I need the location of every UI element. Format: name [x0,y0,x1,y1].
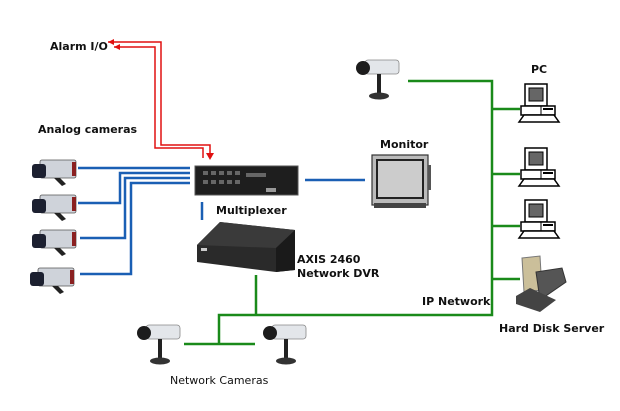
ip-camera-icon [262,324,307,365]
network-cameras-label: Network Cameras [170,374,269,387]
alarm-arrow-left [108,39,120,50]
monitor-icon [371,154,431,208]
monitor-label: Monitor [380,138,429,151]
ip-camera-icon [136,324,181,365]
dvr-label-line1: AXIS 2460 [297,253,361,266]
alarm-io-label: Alarm I/O [50,40,108,53]
ip-network-links [184,79,520,346]
analog-camera-icon [31,229,77,257]
dvr-label-line2: Network DVR [297,267,380,280]
analog-camera-icon [31,159,77,187]
analog-cameras-label: Analog cameras [38,123,138,136]
analog-links [78,166,365,276]
multiplexer-icon [194,165,299,196]
pc-icon [518,199,560,239]
dvr-icon [197,222,295,272]
analog-camera-icon [31,194,77,222]
ip-camera-icon [355,59,400,100]
hard-disk-server-label: Hard Disk Server [499,322,605,335]
pc-icon [518,147,560,187]
hard-disk-server-icon [516,255,567,312]
pc-icon [518,83,560,123]
analog-camera-icon [29,267,75,295]
alarm-link [108,41,211,158]
alarm-arrow-down [206,153,214,160]
ip-network-label: IP Network [422,295,491,308]
multiplexer-label: Multiplexer [216,204,287,217]
pc-label: PC [531,63,548,76]
